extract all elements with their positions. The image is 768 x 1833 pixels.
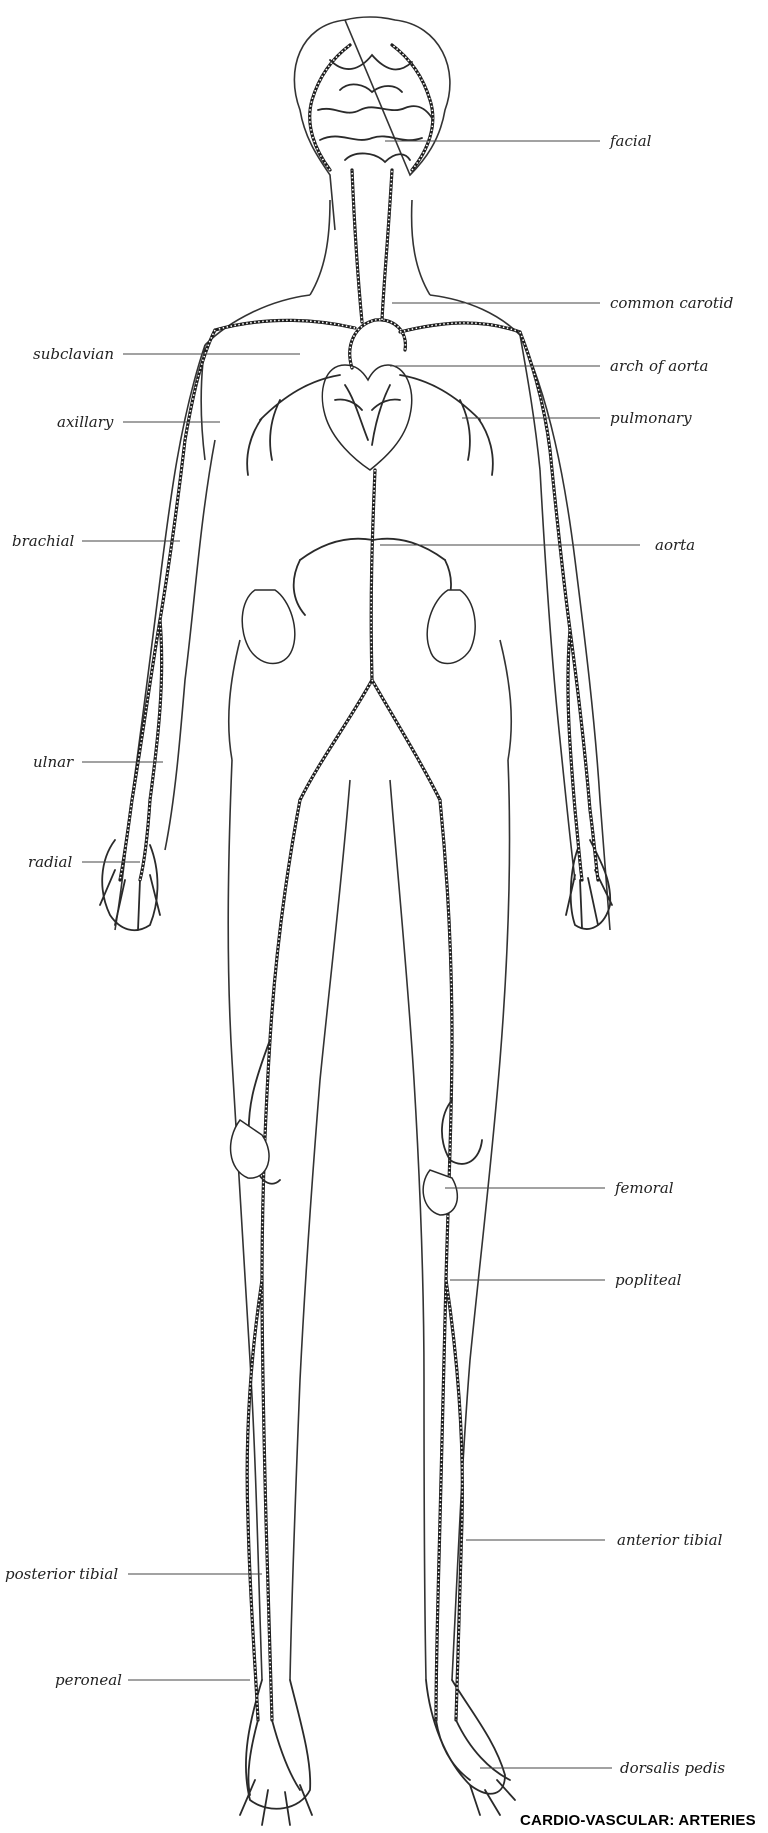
label-radial: radial	[28, 853, 72, 871]
label-posterior-tibial: posterior tibial	[5, 1565, 118, 1583]
label-pulmonary: pulmonary	[610, 409, 692, 427]
label-arch-of-aorta: arch of aorta	[610, 357, 708, 375]
right-arm-outline	[520, 335, 610, 930]
label-dorsalis-pedis: dorsalis pedis	[620, 1759, 725, 1777]
head-vessels	[310, 45, 433, 170]
label-popliteal: popliteal	[615, 1271, 682, 1289]
label-common-carotid: common carotid	[610, 294, 733, 312]
label-axillary: axillary	[57, 413, 114, 431]
label-ulnar: ulnar	[33, 753, 74, 771]
body-figure	[100, 17, 612, 1825]
label-peroneal: peroneal	[55, 1671, 122, 1689]
left-leg-outline	[228, 760, 262, 1680]
left-hand	[102, 840, 157, 930]
heart	[322, 365, 411, 470]
label-anterior-tibial: anterior tibial	[617, 1531, 723, 1549]
label-facial: facial	[609, 132, 652, 150]
label-subclavian: subclavian	[33, 345, 114, 363]
arteries	[120, 170, 598, 1795]
footer-title: CARDIO-VASCULAR: ARTERIES	[520, 1812, 756, 1829]
head-outline	[294, 17, 450, 230]
label-aorta: aorta	[655, 536, 695, 554]
neck-outline	[310, 200, 330, 295]
label-femoral: femoral	[614, 1179, 674, 1197]
label-brachial: brachial	[12, 532, 75, 550]
